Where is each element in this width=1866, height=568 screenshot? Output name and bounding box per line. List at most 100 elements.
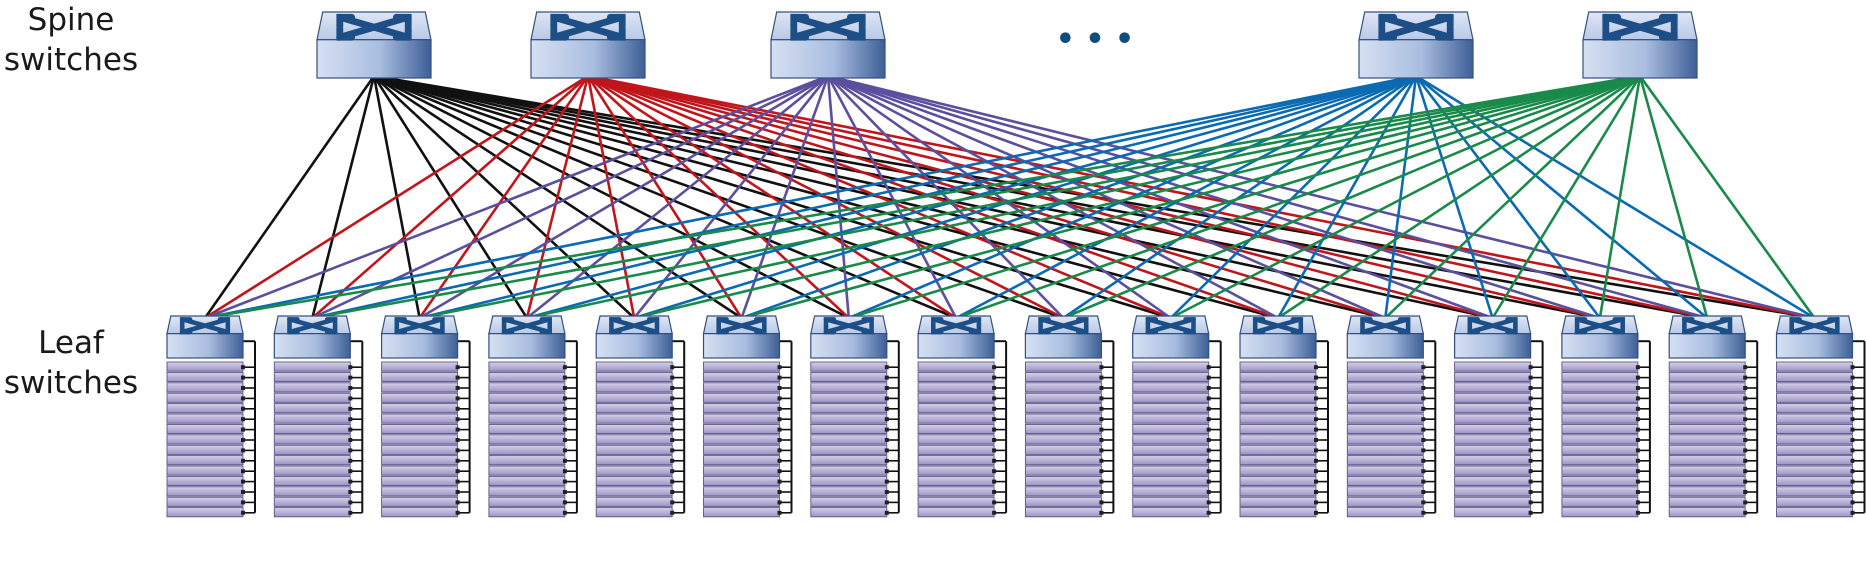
spine-leaf-link	[312, 74, 1417, 320]
server-port	[992, 458, 997, 463]
server	[273, 403, 351, 414]
arrow-head	[336, 13, 356, 30]
server-port	[1099, 510, 1104, 515]
server	[1561, 486, 1639, 497]
server-port	[1743, 417, 1748, 422]
leaf-switch-front	[488, 333, 566, 359]
spine-leaf-link	[1415, 74, 1816, 320]
server-port	[562, 427, 567, 432]
server	[1668, 413, 1746, 424]
arrow-head	[217, 317, 231, 328]
server-port	[1850, 396, 1855, 401]
server-port	[1850, 375, 1855, 380]
switch-arrows-icon	[287, 317, 338, 335]
server	[1454, 496, 1532, 507]
server	[273, 455, 351, 466]
server	[810, 465, 888, 476]
server-port	[1635, 500, 1640, 505]
spine-leaf-link	[587, 74, 1815, 320]
server	[381, 455, 459, 466]
server-port	[1743, 406, 1748, 411]
server-port	[241, 479, 245, 484]
server-port	[1314, 490, 1318, 494]
arrow-head	[823, 323, 837, 335]
server	[1776, 413, 1853, 424]
server-port	[241, 406, 245, 411]
server	[703, 423, 780, 435]
server-port	[1099, 406, 1104, 411]
leaf-switch-front	[702, 333, 781, 359]
server-port	[670, 406, 675, 411]
server-port	[992, 510, 997, 515]
server-port	[1099, 386, 1104, 390]
server	[1346, 434, 1424, 445]
server-port	[1743, 386, 1748, 390]
server	[1132, 382, 1210, 393]
spine-leaf-link	[741, 74, 1641, 320]
spine-switch	[316, 11, 432, 79]
server-port	[1635, 448, 1640, 453]
server	[810, 475, 888, 487]
server-port	[1099, 490, 1104, 494]
server	[1024, 444, 1102, 455]
spine-leaf-link	[1062, 74, 1417, 320]
server	[810, 361, 888, 372]
server-port	[348, 396, 353, 401]
server-port	[777, 427, 782, 432]
server-port	[670, 365, 675, 370]
server-port	[1206, 427, 1211, 432]
server	[1668, 475, 1746, 487]
server-port	[670, 386, 675, 390]
server-port	[1528, 469, 1533, 474]
links-layer	[203, 74, 1816, 320]
server-port	[1099, 417, 1104, 422]
server-port	[1528, 479, 1533, 484]
spine-leaf-link	[587, 74, 1601, 320]
server-port	[1528, 500, 1533, 505]
server-port	[1850, 479, 1855, 484]
switch-arrows-icon	[790, 13, 866, 41]
server	[1346, 423, 1424, 435]
server	[1024, 371, 1102, 383]
server	[273, 475, 351, 487]
server	[1454, 465, 1532, 476]
server	[488, 496, 566, 507]
arrow-head	[1682, 323, 1695, 335]
spine-leaf-link	[827, 74, 1494, 320]
arrow-head	[609, 323, 622, 335]
server-port	[992, 396, 997, 401]
arrow-head	[394, 317, 407, 328]
server	[1024, 413, 1102, 424]
server	[595, 371, 673, 383]
server	[1561, 434, 1639, 445]
server-port	[992, 448, 997, 453]
arrow-head	[716, 323, 729, 335]
server	[1776, 403, 1853, 414]
server	[595, 486, 673, 497]
server-port	[455, 510, 460, 515]
server-port	[992, 469, 997, 474]
arrow-head	[931, 317, 944, 328]
server	[1561, 382, 1639, 393]
arrow-head	[1038, 317, 1051, 328]
server-port	[1743, 479, 1748, 484]
spine-label-line1: Spine	[27, 2, 115, 38]
arrow-head	[1789, 323, 1802, 335]
server-port	[455, 448, 460, 453]
spine-leaf-link	[311, 75, 589, 319]
switch-arrows-icon	[1682, 317, 1733, 335]
server-port	[455, 427, 460, 432]
server-port	[241, 448, 245, 453]
server-port	[884, 458, 889, 463]
switch-arrows-icon	[550, 13, 626, 41]
server	[166, 507, 244, 518]
server-port	[241, 490, 245, 494]
server	[488, 382, 566, 393]
server	[595, 507, 673, 518]
leaf-switch	[1561, 315, 1639, 359]
server	[595, 465, 673, 476]
server	[1346, 455, 1424, 466]
spine-leaf-link	[827, 74, 1708, 320]
spine-switch-front	[770, 39, 886, 79]
server-port	[1421, 417, 1426, 422]
